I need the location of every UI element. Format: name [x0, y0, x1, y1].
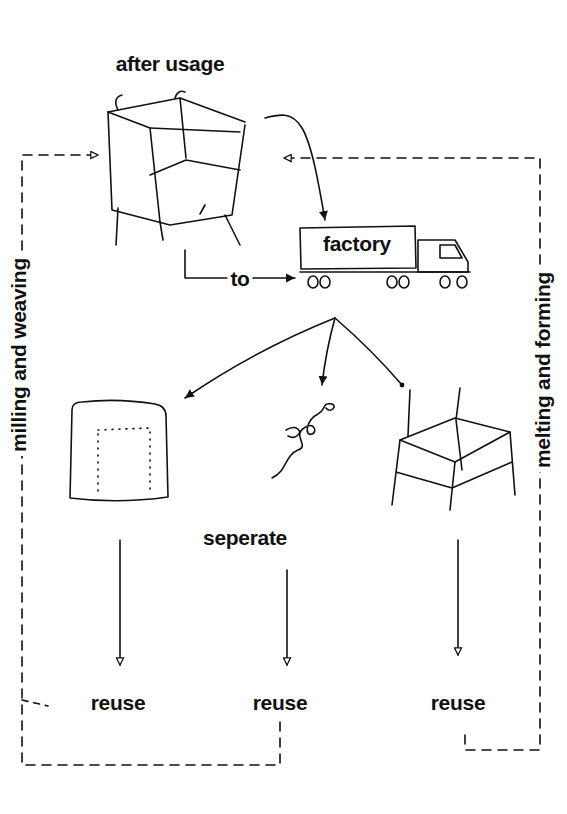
node-sketch — [108, 98, 245, 122]
node-sketch — [108, 112, 245, 225]
reuse-arrow — [457, 540, 459, 655]
node-sketch — [418, 240, 468, 272]
truck-node: factory — [295, 220, 473, 292]
step-label: reuse — [249, 690, 312, 715]
loop-line — [284, 158, 540, 750]
split-arrow — [335, 318, 402, 385]
thread-sketch — [272, 404, 334, 478]
node-sketch — [200, 205, 205, 214]
step-label: reuse — [87, 690, 150, 715]
flow-arrow — [265, 115, 325, 220]
chair-node: after usage — [100, 45, 265, 250]
node-label: after usage — [100, 53, 240, 74]
frame-sketch — [392, 388, 515, 510]
wheel — [320, 276, 330, 288]
reuse-arrow — [286, 570, 288, 665]
node-sketch — [225, 215, 240, 245]
loop-line — [22, 700, 48, 706]
step-label: seperate — [199, 525, 291, 550]
node-sketch — [116, 208, 118, 245]
node-sketch — [180, 98, 186, 158]
node-sketch — [150, 160, 240, 175]
frame-sketch — [400, 418, 510, 462]
node-sketch — [175, 91, 185, 98]
edge-label: to — [227, 268, 252, 289]
node-sketch — [116, 95, 122, 110]
process-label: milling and weaving — [6, 254, 31, 456]
reuse-arrow — [119, 540, 121, 665]
connector-layer — [185, 115, 325, 278]
node-sketch — [150, 128, 240, 132]
node-sketch — [440, 245, 462, 258]
step-label: reuse — [427, 690, 490, 715]
wheel — [457, 276, 467, 288]
node-sketch — [300, 271, 470, 273]
wheel — [440, 276, 450, 288]
loop-line — [22, 155, 280, 765]
wheel — [399, 276, 409, 288]
thread-sketch — [286, 427, 300, 437]
process-label: melting and forming — [530, 268, 555, 472]
wheel — [387, 276, 397, 288]
node-label: factory — [317, 233, 397, 254]
node-sketch — [160, 222, 163, 240]
split-arrow — [322, 318, 335, 385]
wheel — [308, 276, 318, 288]
node-sketch — [300, 226, 416, 269]
cushion-seam — [98, 428, 150, 495]
node-outline — [100, 45, 265, 250]
cushion-sketch — [70, 400, 168, 500]
node-outline — [295, 220, 473, 292]
split-arrow — [185, 318, 335, 398]
